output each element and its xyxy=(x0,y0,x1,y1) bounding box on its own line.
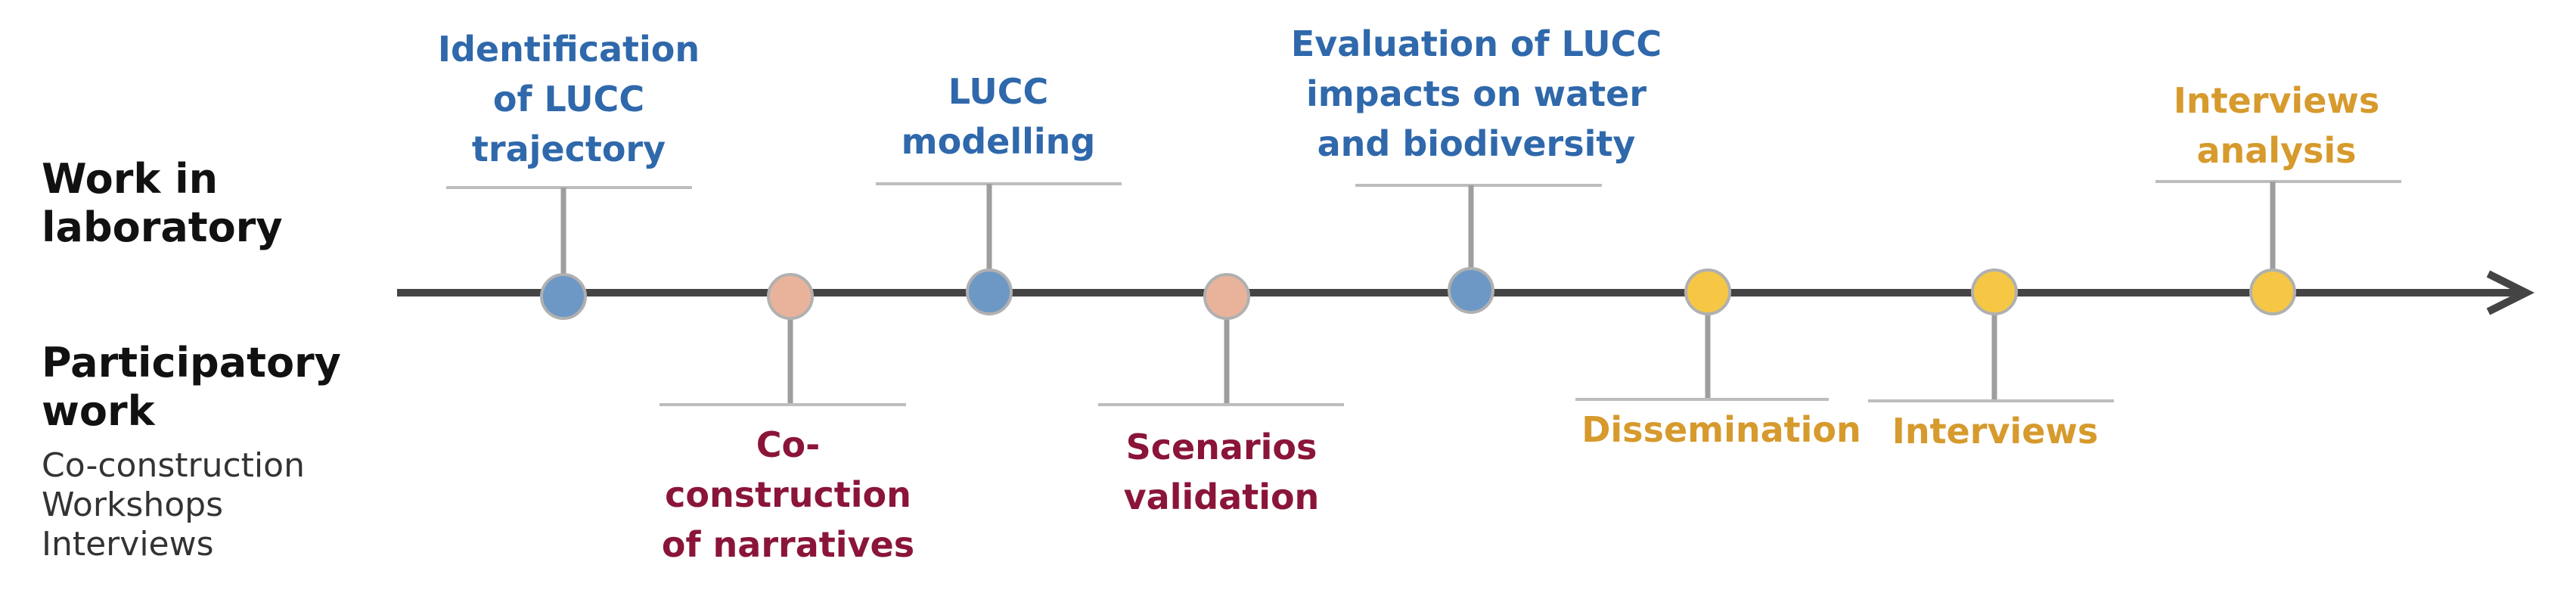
milestone-4 xyxy=(1098,273,1344,406)
work-in-laboratory-label: Work in laboratory xyxy=(42,155,283,251)
milestone-6 xyxy=(1575,269,1829,401)
milestone-label: Evaluation of LUCC impacts on water and … xyxy=(1290,23,1662,164)
participatory-item: Interviews xyxy=(42,525,214,564)
milestone-label: Interviews xyxy=(1892,411,2099,452)
milestone-label: Co- construction of narratives xyxy=(661,424,915,565)
milestone-1 xyxy=(446,186,692,320)
milestone-label: Interviews analysis xyxy=(2173,80,2380,171)
milestone-8 xyxy=(2155,180,2401,315)
milestone-7 xyxy=(1868,269,2114,402)
timeline-arrowhead xyxy=(2486,270,2535,315)
milestone-dot-lab xyxy=(1448,267,1494,314)
participatory-item: Co-construction xyxy=(42,446,305,485)
milestone-2 xyxy=(660,273,906,406)
milestone-label: Identification of LUCC trajectory xyxy=(437,29,700,169)
milestone-dot-lab xyxy=(540,273,587,320)
milestone-dot-dissemination xyxy=(2249,269,2296,315)
milestone-dot-participatory xyxy=(1203,273,1250,320)
milestone-dot-participatory xyxy=(767,273,814,320)
participatory-work-label: Participatory work xyxy=(42,339,341,435)
milestone-label: Scenarios validation xyxy=(1123,427,1320,517)
participatory-item: Workshops xyxy=(42,486,224,524)
milestone-label: LUCC modelling xyxy=(901,71,1096,162)
milestone-dot-lab xyxy=(966,269,1013,315)
milestone-dot-dissemination xyxy=(1684,269,1731,315)
milestone-5 xyxy=(1355,184,1602,314)
milestone-dot-dissemination xyxy=(1971,269,2018,315)
milestone-label: Dissemination xyxy=(1581,409,1861,450)
milestone-3 xyxy=(876,182,1122,315)
